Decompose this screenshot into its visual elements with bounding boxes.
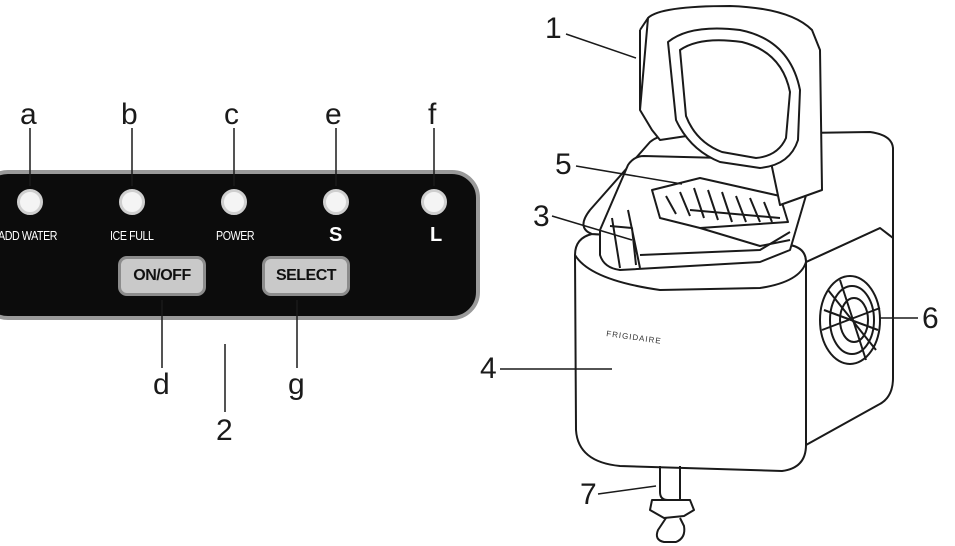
callout-e: e <box>325 98 342 131</box>
large-ice-indicator-light <box>421 189 447 215</box>
drain-cap <box>649 499 695 519</box>
lid-window-inner <box>679 39 791 159</box>
ice-full-label: ICE FULL <box>110 228 154 243</box>
callout-3: 3 <box>533 200 550 233</box>
callout-2: 2 <box>216 414 233 447</box>
ice-tray-guard <box>689 209 791 247</box>
small-ice-indicator-light <box>323 189 349 215</box>
fan-grille-inner <box>839 297 869 343</box>
callout-b: b <box>121 98 138 131</box>
power-indicator-light <box>221 189 247 215</box>
leader-5 <box>575 165 683 185</box>
add-water-label: ADD WATER <box>0 228 58 243</box>
callout-d: d <box>153 368 170 401</box>
add-water-indicator-light <box>17 189 43 215</box>
body-front <box>574 233 807 472</box>
callout-7: 7 <box>580 478 597 511</box>
lid-edge <box>639 17 649 110</box>
select-button[interactable]: SELECT <box>262 256 350 296</box>
callout-a: a <box>20 98 37 131</box>
on-off-button[interactable]: ON/OFF <box>118 256 206 296</box>
fan-grille-spokes <box>821 279 881 361</box>
lid-window <box>667 27 801 169</box>
small-ice-label: S <box>329 224 342 246</box>
ice-tray-slots <box>665 187 773 223</box>
ice-full-indicator-light <box>119 189 145 215</box>
leader-3 <box>551 215 633 241</box>
basket-floor <box>639 231 791 256</box>
fan-grille-mid <box>829 285 875 355</box>
callout-1: 1 <box>545 12 562 45</box>
basket-wall <box>609 209 641 269</box>
basket-rim-front <box>574 254 807 291</box>
drain-hose <box>659 466 681 501</box>
large-ice-label: L <box>430 224 442 246</box>
callout-f: f <box>428 98 437 131</box>
callout-4: 4 <box>480 352 497 385</box>
leader-7 <box>597 485 657 495</box>
leader-1 <box>565 33 637 59</box>
callout-c: c <box>224 98 239 131</box>
power-label: POWER <box>216 228 255 243</box>
callout-6: 6 <box>922 302 939 335</box>
callout-5: 5 <box>555 148 572 181</box>
callout-g: g <box>288 368 305 401</box>
drain-stopper <box>655 517 686 543</box>
